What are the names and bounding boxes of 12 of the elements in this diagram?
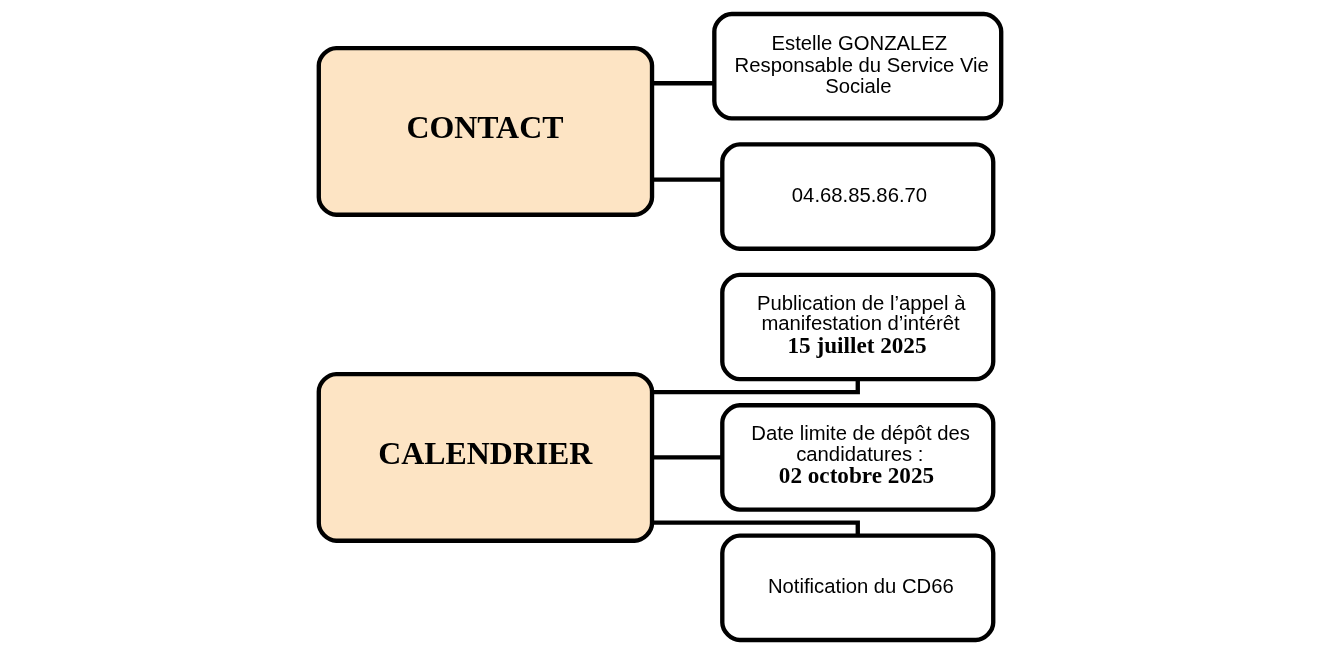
node-box: 04.68.85.86.70 [719, 142, 995, 251]
connector [652, 81, 714, 86]
connector [652, 379, 860, 395]
connector [652, 455, 722, 460]
connector [652, 177, 722, 182]
node-box: CALENDRIER [316, 371, 654, 543]
node-box: Date limite de dépôt des candidatures : 02 octobre 2025 [719, 403, 995, 512]
node-box: Publication de l’appel à manifestation d’intérêt 15 juillet 2025 [719, 272, 995, 382]
node-box: Notification du CD66 [719, 533, 995, 643]
node-box: Estelle GONZALEZ Responsable du Service Vie Sociale [711, 11, 1003, 121]
connector [652, 520, 860, 536]
node-box: CONTACT [316, 45, 654, 217]
